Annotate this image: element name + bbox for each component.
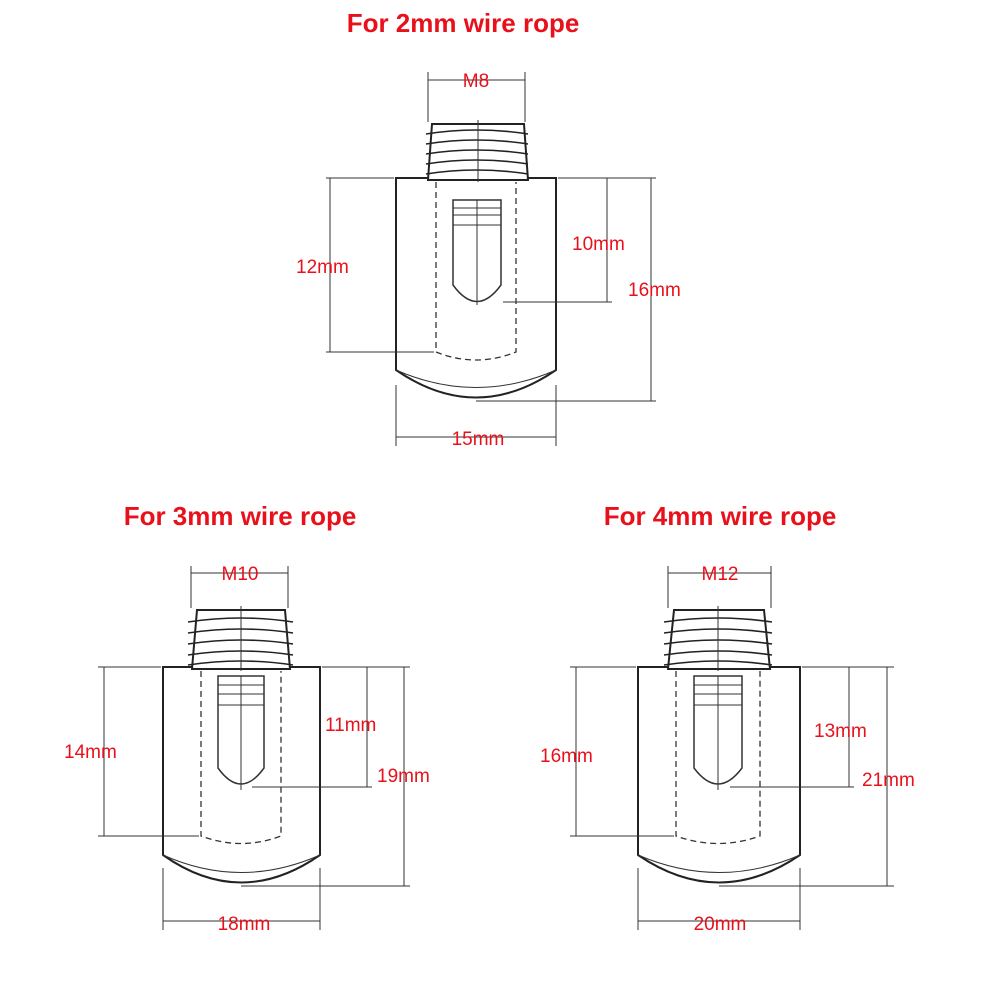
bottom-edge-line <box>637 854 801 873</box>
variant-title: For 4mm wire rope <box>604 501 837 531</box>
slot <box>217 675 265 785</box>
variant-4mm: For 4mm wire rope M12 16mm 13mm <box>540 501 915 935</box>
slot <box>693 675 743 785</box>
bottom-edge-line <box>395 369 557 388</box>
threaded-stud <box>663 606 773 671</box>
thread-size-label: M10 <box>222 564 259 585</box>
wire-channel <box>435 182 517 361</box>
slot-length-label: 13mm <box>814 721 867 742</box>
fitting-body <box>637 666 801 884</box>
variant-title: For 2mm wire rope <box>347 8 580 38</box>
threaded-stud <box>187 606 294 671</box>
slot <box>452 199 502 303</box>
inner-height-label: 12mm <box>296 257 349 278</box>
variant-title: For 3mm wire rope <box>124 501 357 531</box>
variant-2mm: For 2mm wire rope M8 12mm <box>296 8 681 450</box>
total-height-label: 16mm <box>628 280 681 301</box>
wire-channel <box>200 671 282 845</box>
inner-height-label: 16mm <box>540 746 593 767</box>
slot-length-label: 10mm <box>572 234 625 255</box>
width-label: 18mm <box>218 914 271 935</box>
bottom-edge-line <box>162 854 321 873</box>
variant-3mm: For 3mm wire rope M10 14mm 11mm <box>64 501 430 935</box>
thread-size-label: M12 <box>702 564 739 585</box>
width-label: 15mm <box>452 429 505 450</box>
thread-size-label: M8 <box>463 71 489 92</box>
width-label: 20mm <box>694 914 747 935</box>
threaded-stud <box>425 120 530 182</box>
slot-length-label: 11mm <box>325 715 376 736</box>
total-height-label: 19mm <box>377 766 430 787</box>
inner-height-label: 14mm <box>64 742 117 763</box>
fitting-body <box>395 177 557 399</box>
total-height-label: 21mm <box>862 770 915 791</box>
